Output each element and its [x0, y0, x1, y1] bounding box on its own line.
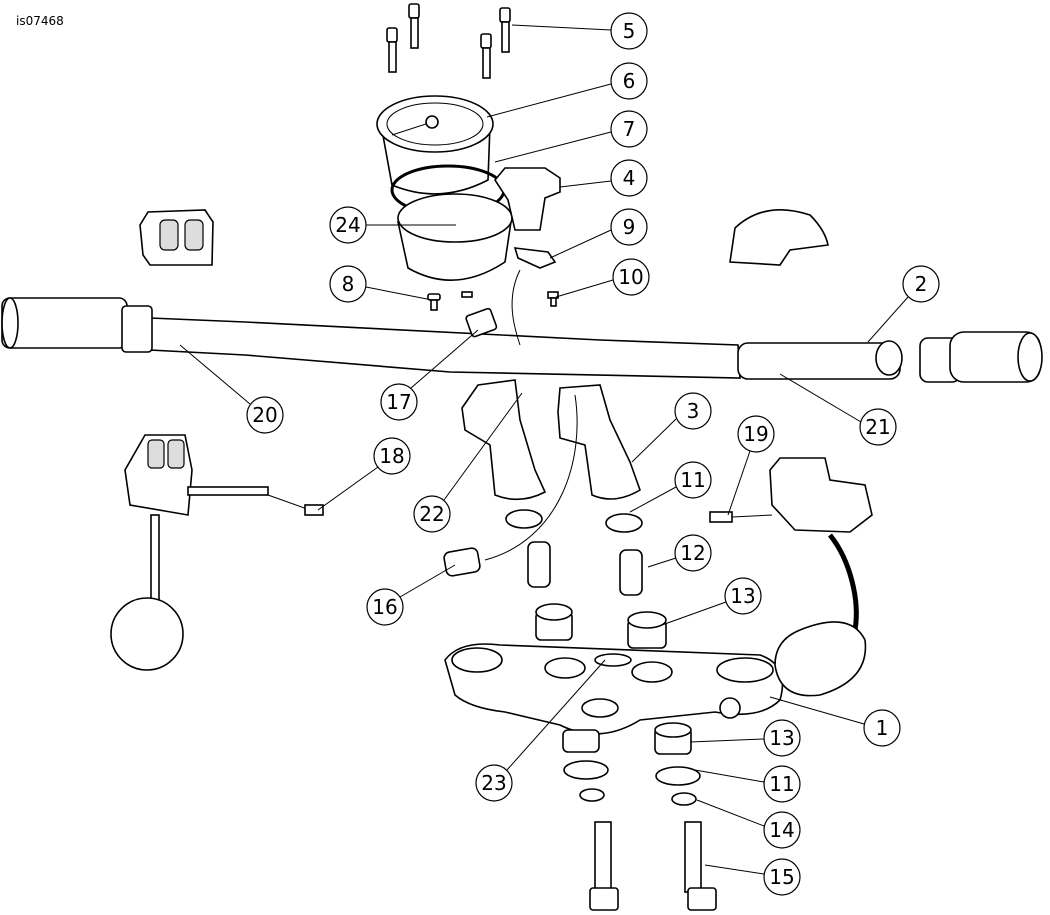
- svg-text:5: 5: [623, 19, 636, 43]
- lock-washer: [671, 792, 697, 806]
- svg-text:1: 1: [876, 716, 889, 740]
- callout-18: 18: [373, 437, 411, 475]
- right-switch-housing-cover: [729, 209, 829, 266]
- svg-text:6: 6: [623, 69, 636, 93]
- screw: [427, 293, 441, 311]
- top-clamp: [494, 167, 561, 231]
- handlebar-risers: [461, 379, 641, 501]
- bolt: [684, 821, 717, 911]
- spacer: [619, 549, 643, 596]
- svg-text:15: 15: [769, 865, 794, 889]
- lower-triple-clamp: [444, 643, 784, 735]
- bushing: [654, 722, 692, 755]
- left-turn-signal: [110, 597, 184, 671]
- bushing: [627, 611, 667, 649]
- figure-id-label: is07468: [16, 14, 64, 28]
- svg-text:22: 22: [419, 502, 444, 526]
- svg-text:17: 17: [386, 390, 411, 414]
- svg-text:14: 14: [769, 818, 794, 842]
- callout-1: 1: [863, 709, 901, 747]
- callout-16: 16: [366, 588, 404, 626]
- callout-10: 10: [612, 258, 650, 296]
- callout-22: 22: [413, 495, 451, 533]
- spacer: [527, 541, 551, 588]
- callout-2: 2: [902, 265, 940, 303]
- callout-12: 12: [674, 534, 712, 572]
- svg-text:7: 7: [623, 117, 636, 141]
- screw: [461, 291, 559, 307]
- right-switch-assembly: [709, 457, 873, 697]
- washer: [563, 760, 609, 780]
- left-grip: [1, 297, 153, 353]
- callout-6: 6: [610, 62, 648, 100]
- svg-text:12: 12: [680, 541, 705, 565]
- svg-text:9: 9: [623, 215, 636, 239]
- callout-21: 21: [859, 408, 897, 446]
- svg-text:10: 10: [618, 265, 643, 289]
- washer: [655, 766, 701, 786]
- svg-text:18: 18: [379, 444, 404, 468]
- callout-11: 11: [763, 765, 801, 803]
- svg-text:3: 3: [687, 399, 700, 423]
- callout-14: 14: [763, 811, 801, 849]
- svg-text:20: 20: [252, 403, 277, 427]
- svg-text:8: 8: [342, 272, 355, 296]
- callout-17: 17: [380, 383, 418, 421]
- bushing: [562, 729, 600, 753]
- gauge-housing: [397, 193, 513, 281]
- svg-text:19: 19: [743, 422, 768, 446]
- callout-3: 3: [674, 392, 712, 430]
- callout-19: 19: [737, 415, 775, 453]
- callout-9: 9: [610, 208, 648, 246]
- svg-text:13: 13: [730, 584, 755, 608]
- speedometer: [376, 95, 494, 195]
- callout-13: 13: [763, 719, 801, 757]
- right-grip: [919, 331, 1043, 383]
- handlebar: [149, 317, 903, 380]
- callout-23: 23: [475, 764, 513, 802]
- callout-7: 7: [610, 110, 648, 148]
- left-switch-assembly: [110, 434, 324, 671]
- callout-5: 5: [610, 12, 648, 50]
- gauge-bracket: [513, 247, 557, 269]
- lock-washer: [579, 788, 605, 802]
- svg-text:2: 2: [915, 272, 928, 296]
- connector: [465, 307, 498, 338]
- svg-text:11: 11: [680, 468, 705, 492]
- washer: [505, 509, 543, 529]
- callout-13: 13: [724, 577, 762, 615]
- callout-11: 11: [674, 461, 712, 499]
- svg-text:4: 4: [623, 166, 636, 190]
- leader-lines: [179, 24, 909, 875]
- svg-text:13: 13: [769, 726, 794, 750]
- callout-4: 4: [610, 159, 648, 197]
- callout-15: 15: [763, 858, 801, 896]
- gauge-screws: [386, 3, 511, 79]
- callout-8: 8: [329, 265, 367, 303]
- callout-20: 20: [246, 396, 284, 434]
- svg-text:21: 21: [865, 415, 890, 439]
- svg-text:11: 11: [769, 772, 794, 796]
- bushing: [535, 603, 573, 641]
- connector: [443, 547, 481, 577]
- right-turn-signal: [774, 621, 867, 697]
- callout-24: 24: [329, 206, 367, 244]
- svg-text:23: 23: [481, 771, 506, 795]
- svg-text:16: 16: [372, 595, 397, 619]
- wiring-harness: [484, 269, 578, 561]
- washer: [605, 513, 643, 533]
- svg-text:24: 24: [335, 213, 360, 237]
- bolt: [589, 821, 619, 911]
